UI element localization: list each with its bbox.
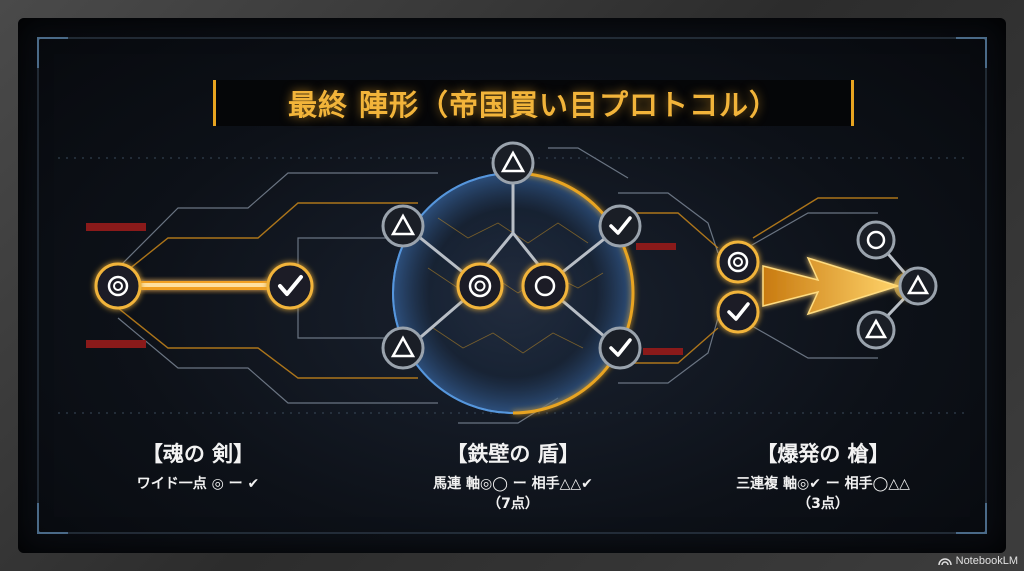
node-shield-right-bottom-check: [598, 326, 642, 370]
title-banner: 最終 陣形（帝国買い目プロトコル）: [213, 80, 854, 126]
node-shield-center-double-circle: [456, 262, 504, 310]
shield-sphere: [392, 171, 635, 415]
page-title: 最終 陣形（帝国買い目プロトコル）: [287, 88, 780, 122]
group-shield-line-2: （7点）: [487, 496, 539, 512]
group-shield-line-1: 馬連 軸◎◯ ー 相手△△✔: [433, 476, 593, 492]
node-spear-check: [716, 290, 760, 334]
hud-frame: [37, 37, 987, 534]
group-sword-heading: 【魂の 剣】: [141, 442, 255, 466]
screen: 最終 陣形（帝国買い目プロトコル） 【魂の 剣】 ワイド一点 ◎ ー ✔ 【鉄壁…: [18, 18, 1006, 553]
notebooklm-logo-icon: [937, 558, 952, 566]
group-spear: 【爆発の 槍】 三連複 軸◎✔ ー 相手◯△△ （3点）: [673, 438, 973, 514]
footer-brand-text: NotebookLM: [955, 555, 1018, 567]
warning-tags: [86, 223, 683, 355]
node-sword-double-circle: [94, 262, 142, 310]
group-spear-line-2: （3点）: [797, 496, 849, 512]
hud-corner-brackets: [37, 37, 987, 534]
node-spear-double-circle: [716, 240, 760, 284]
node-shield-right-top-check: [598, 204, 642, 248]
node-sword-check: [266, 262, 314, 310]
group-sword: 【魂の 剣】 ワイド一点 ◎ ー ✔: [73, 438, 323, 494]
node-spear-top-circle: [856, 220, 896, 260]
node-shield-center-circle: [521, 262, 569, 310]
footer-brand: NotebookLM: [937, 553, 1018, 569]
sword-beam: [118, 281, 298, 290]
group-shield: 【鉄壁の 盾】 馬連 軸◎◯ ー 相手△△✔ （7点）: [363, 438, 663, 514]
circuit-lines-amber: [117, 197, 898, 379]
node-shield-left-bottom-triangle: [381, 326, 425, 370]
circuit-lines: [117, 147, 878, 424]
group-spear-heading: 【爆発の 槍】: [756, 442, 890, 466]
group-sword-line-1: ワイド一点 ◎ ー ✔: [136, 476, 260, 492]
group-spear-line-1: 三連複 軸◎✔ ー 相手◯△△: [736, 476, 910, 492]
group-shield-heading: 【鉄壁の 盾】: [446, 442, 580, 466]
node-shield-top-triangle: [491, 141, 535, 185]
node-shield-left-top-triangle: [381, 204, 425, 248]
node-spear-bottom-triangle: [856, 310, 896, 350]
diagram: [37, 37, 987, 534]
node-spear-tip-triangle: [898, 266, 938, 306]
